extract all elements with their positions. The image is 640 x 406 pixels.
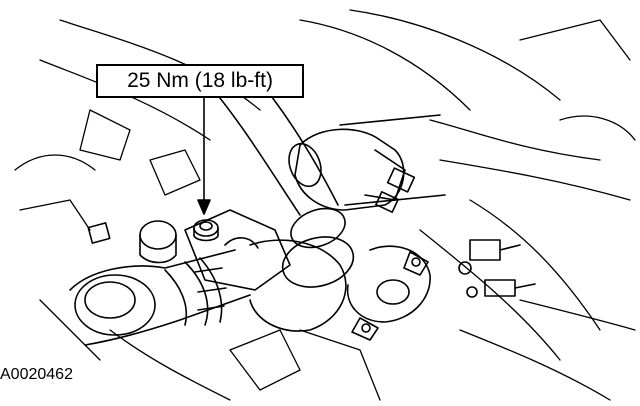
left-fitting <box>87 220 177 264</box>
figure-code: A0020462 <box>0 366 73 383</box>
thermostat-housing <box>184 209 355 332</box>
right-components <box>458 239 536 298</box>
background-engine-lines <box>14 9 636 401</box>
sensor-unit <box>288 114 446 213</box>
bolt <box>193 219 219 242</box>
torque-callout: 25 Nm (18 lb-ft) <box>96 64 304 98</box>
flange <box>346 245 431 341</box>
leader-arrow <box>197 97 211 215</box>
outlet-pipe <box>69 249 251 346</box>
